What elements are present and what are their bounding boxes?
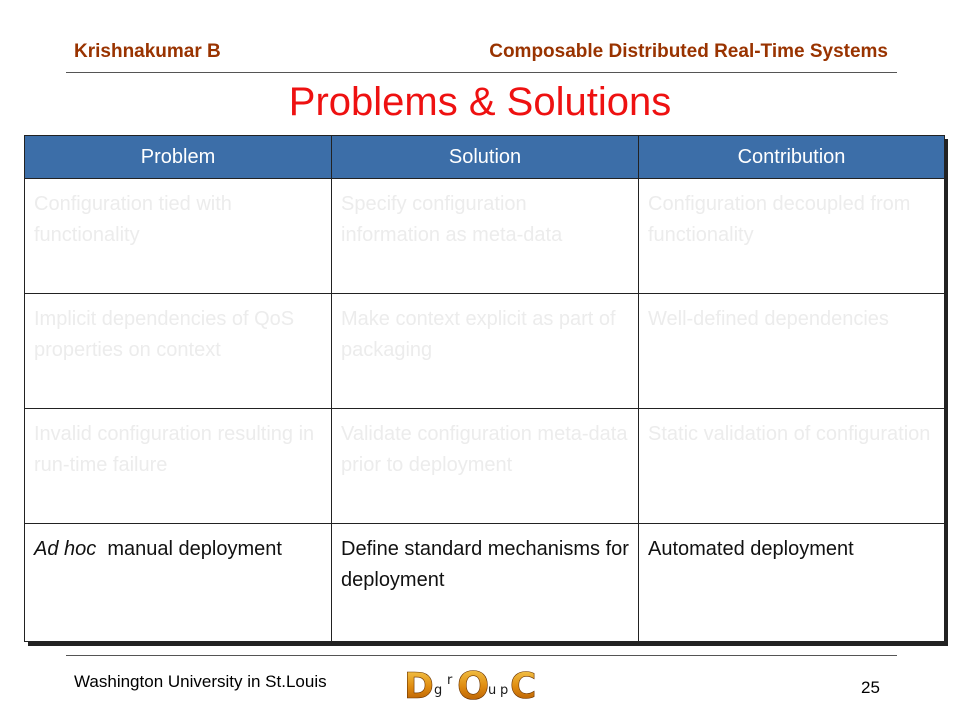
table-header-row: Problem Solution Contribution (24, 135, 945, 179)
cell-problem: Ad hoc manual deployment (24, 523, 332, 642)
table-row: Configuration tied with functionality Sp… (24, 178, 945, 294)
slide-title: Problems & Solutions (288, 80, 672, 124)
problem-text: manual deployment (96, 538, 282, 560)
cell-solution: Specify configuration information as met… (331, 178, 639, 294)
cell-problem: Invalid configuration resulting in run-t… (24, 408, 332, 524)
logo-letter-d: D (404, 666, 434, 706)
cell-contribution: Automated deployment (638, 523, 945, 642)
column-header-solution: Solution (331, 135, 639, 179)
cell-problem: Implicit dependencies of QoS properties … (24, 293, 332, 409)
doc-group-logo: D g r O u p C (404, 664, 536, 706)
logo-letter-c: C (510, 666, 536, 706)
logo-letter-p: p (500, 683, 508, 698)
table-shadow-right (944, 139, 948, 646)
cell-problem: Configuration tied with functionality (24, 178, 332, 294)
cell-contribution: Configuration decoupled from functionali… (638, 178, 945, 294)
cell-contribution: Well-defined dependencies (638, 293, 945, 409)
logo-letter-o: O (457, 664, 489, 706)
problem-emphasis: Ad hoc (34, 538, 97, 560)
table-shadow-bottom (28, 642, 948, 646)
cell-solution: Define standard mechanisms for deploymen… (331, 523, 639, 642)
problems-table: Problem Solution Contribution Configurat… (24, 135, 945, 642)
header-divider (66, 72, 897, 73)
cell-solution: Validate configuration meta-data prior t… (331, 408, 639, 524)
header-course: Composable Distributed Real-Time Systems (489, 41, 888, 62)
footer-divider (66, 655, 897, 656)
cell-contribution: Static validation of configuration (638, 408, 945, 524)
column-header-contribution: Contribution (638, 135, 945, 179)
cell-solution: Make context explicit as part of packagi… (331, 293, 639, 409)
logo-letter-u: u (488, 683, 496, 698)
table-row: Ad hoc manual deployment Define standard… (24, 523, 945, 642)
logo-letter-g: g (434, 683, 442, 698)
page-number: 25 (861, 678, 880, 697)
logo-letter-r: r (447, 673, 453, 688)
column-header-problem: Problem (24, 135, 332, 179)
table-row: Invalid configuration resulting in run-t… (24, 408, 945, 524)
header-author: Krishnakumar B (74, 41, 221, 62)
table-row: Implicit dependencies of QoS properties … (24, 293, 945, 409)
footer-institution: Washington University in St.Louis (74, 672, 327, 691)
